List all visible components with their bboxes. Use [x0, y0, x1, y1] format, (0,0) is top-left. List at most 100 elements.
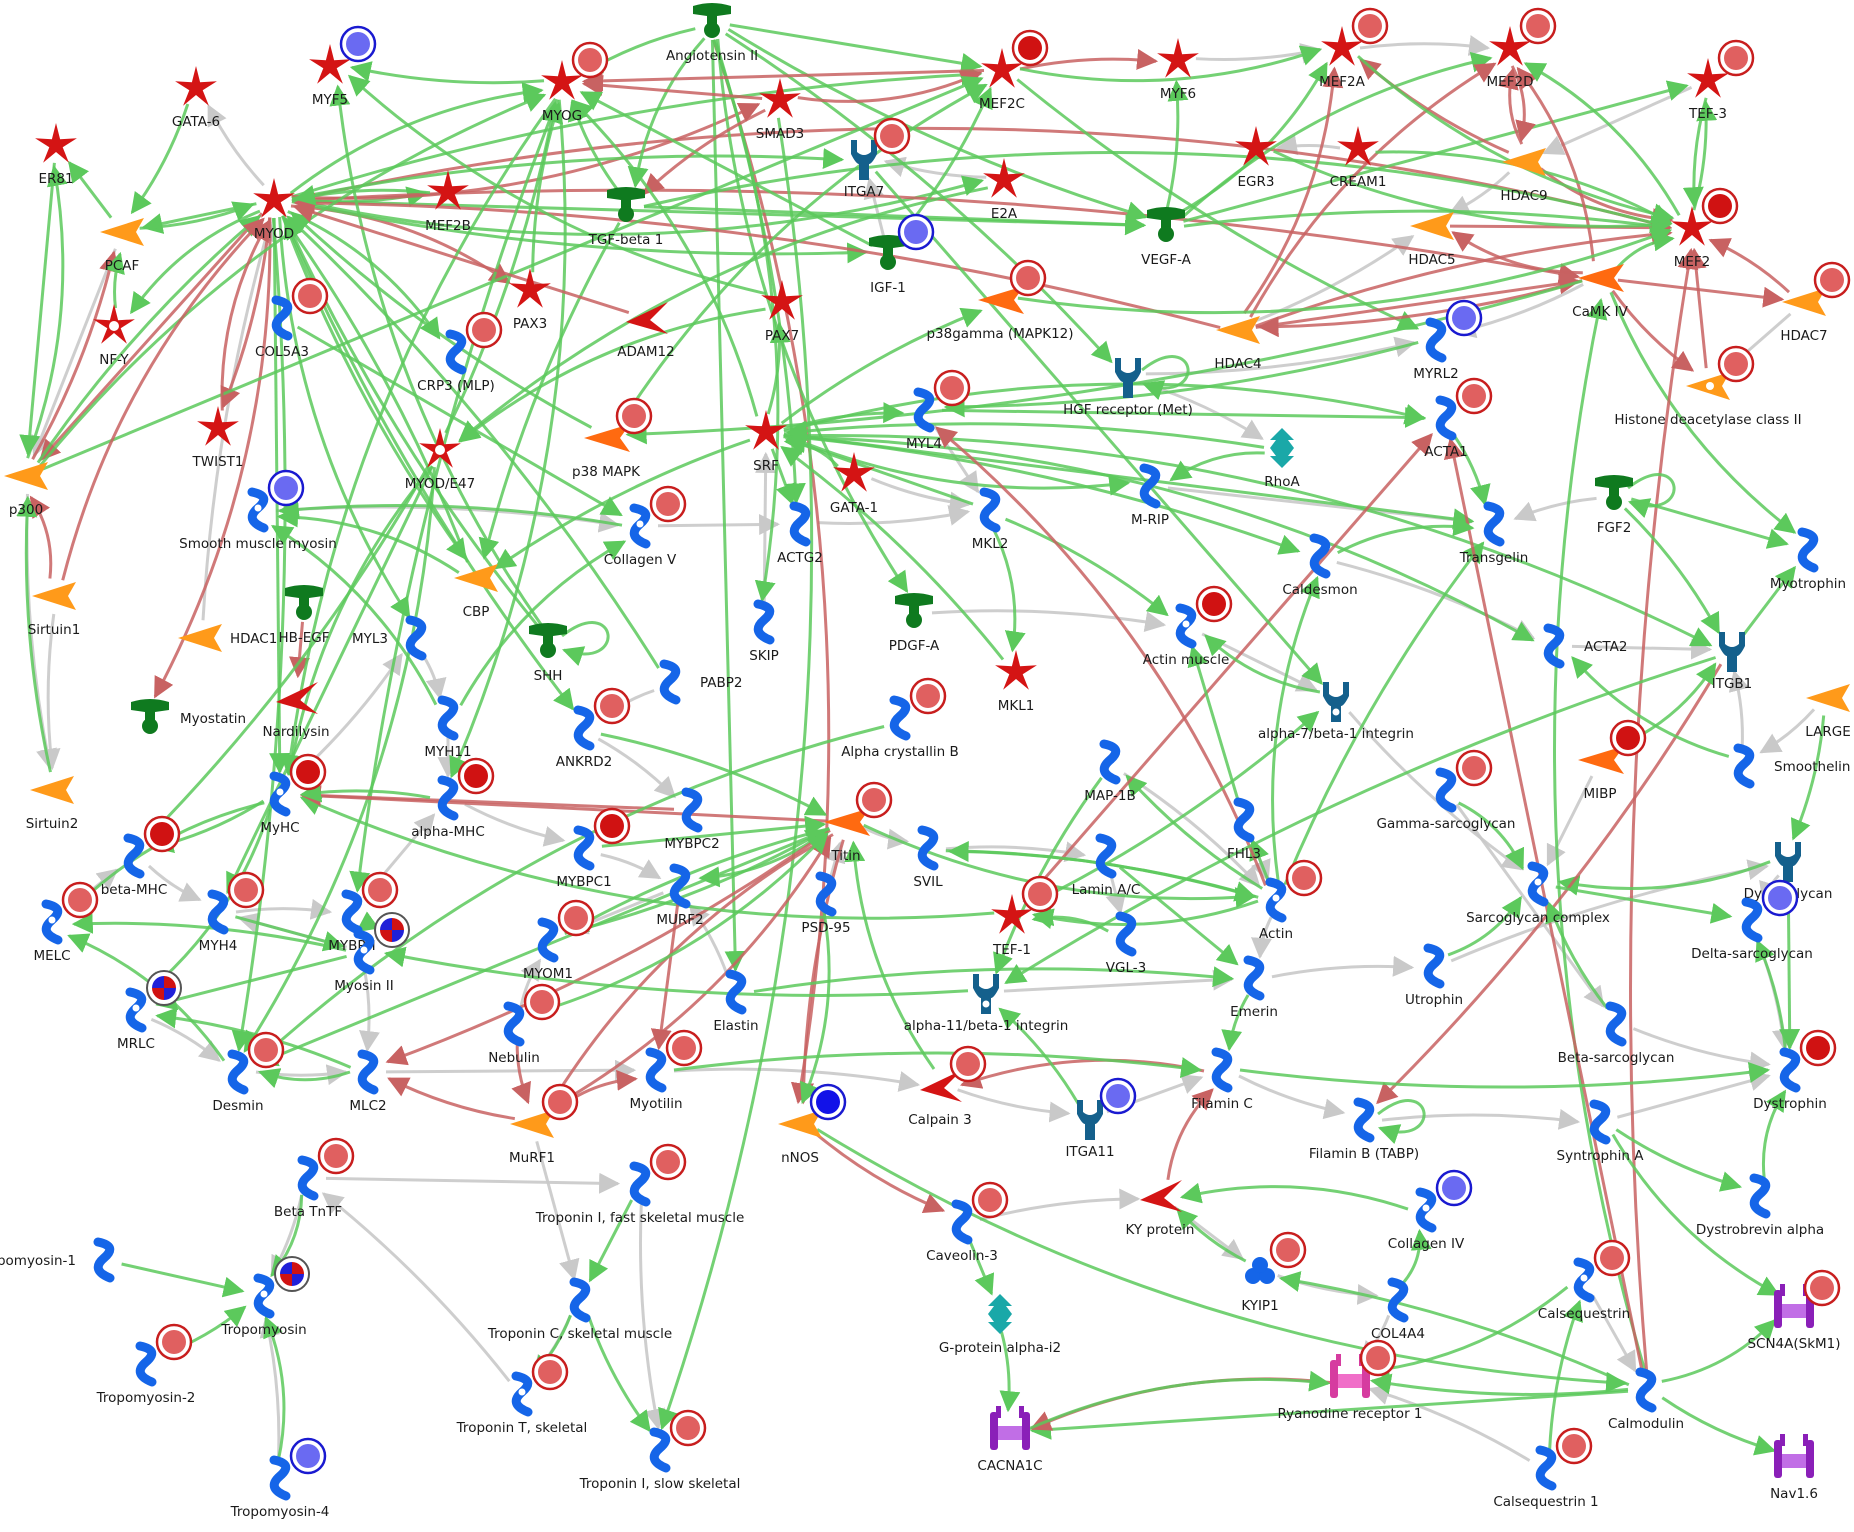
- node-gata1[interactable]: GATA-1: [830, 452, 878, 516]
- node-sirt1[interactable]: Sirtuin1: [28, 582, 81, 638]
- node-actg2[interactable]: ACTG2: [777, 501, 823, 566]
- node-smoothelin[interactable]: Smoothelin: [1733, 743, 1850, 789]
- node-p38g[interactable]: p38gamma (MAPK12): [926, 259, 1074, 342]
- node-itga11[interactable]: ITGA11: [1065, 1077, 1137, 1160]
- node-myf6[interactable]: MYF6: [1157, 38, 1199, 102]
- node-desmin[interactable]: Desmin: [212, 1031, 285, 1114]
- node-tef1[interactable]: TEF-1: [991, 875, 1059, 958]
- node-tncskel[interactable]: Troponin C, skeletal muscle: [487, 1277, 672, 1342]
- node-shh[interactable]: SHH: [529, 623, 567, 684]
- node-tropomyosin1[interactable]: Tropomyosin-1: [0, 1237, 115, 1283]
- node-p300[interactable]: p300: [4, 462, 48, 518]
- node-pax3[interactable]: PAX3: [509, 268, 551, 332]
- node-myosin2[interactable]: Myosin II: [334, 912, 410, 994]
- node-mkl2[interactable]: MKL2: [972, 487, 1009, 552]
- node-mkl1[interactable]: MKL1: [995, 650, 1037, 714]
- node-pax7[interactable]: PAX7: [761, 280, 803, 344]
- node-scn4a[interactable]: SCN4A(SkM1): [1747, 1269, 1841, 1352]
- node-srf[interactable]: SRF: [745, 410, 787, 474]
- node-myf5[interactable]: MYF5: [309, 25, 377, 108]
- node-e2a[interactable]: E2A: [983, 158, 1025, 222]
- node-melc[interactable]: MELC: [33, 881, 99, 964]
- node-rhoa[interactable]: RhoA: [1264, 428, 1300, 490]
- node-pdgfa[interactable]: PDGF-A: [889, 593, 940, 654]
- node-acta2[interactable]: ACTA2: [1543, 623, 1627, 669]
- node-filaminc[interactable]: Filamin C: [1191, 1047, 1253, 1112]
- node-egr3[interactable]: EGR3: [1235, 126, 1277, 190]
- node-hdac9[interactable]: HDAC9: [1500, 148, 1548, 204]
- node-itgb1[interactable]: ITGB1: [1712, 632, 1753, 692]
- node-pabp2[interactable]: PABP2: [659, 659, 743, 705]
- node-mef2a[interactable]: MEF2A: [1319, 7, 1389, 90]
- node-mrip[interactable]: M-RIP: [1131, 463, 1169, 528]
- node-a7b1[interactable]: alpha-7/beta-1 integrin: [1258, 682, 1414, 742]
- node-myhc[interactable]: MyHC: [260, 753, 327, 836]
- node-mef2d[interactable]: MEF2D: [1487, 7, 1557, 90]
- node-mef2c[interactable]: MEF2C: [979, 29, 1049, 112]
- node-dsarc[interactable]: Delta-sarcoglycan: [1691, 879, 1813, 962]
- node-myl4[interactable]: MYL4: [906, 369, 971, 452]
- node-emerin[interactable]: Emerin: [1230, 955, 1278, 1020]
- node-mibp[interactable]: MIBP: [1578, 719, 1647, 802]
- node-colv[interactable]: Collagen V: [604, 485, 687, 568]
- node-calpain3[interactable]: Calpain 3: [908, 1045, 987, 1128]
- node-adam12[interactable]: ADAM12: [617, 302, 675, 360]
- node-nebulin[interactable]: Nebulin: [488, 983, 561, 1066]
- node-bsarc[interactable]: Beta-sarcoglycan: [1558, 1001, 1675, 1066]
- node-crp3[interactable]: CRP3 (MLP): [417, 311, 503, 394]
- node-hdac7[interactable]: HDAC7: [1780, 261, 1851, 344]
- node-calmodulin[interactable]: Calmodulin: [1608, 1367, 1684, 1432]
- node-caveolin3[interactable]: Caveolin-3: [926, 1181, 1009, 1264]
- node-tnifast[interactable]: Troponin I, fast skeletal muscle: [535, 1143, 745, 1226]
- node-ankrd2[interactable]: ANKRD2: [556, 687, 631, 770]
- node-laminac[interactable]: Lamin A/C: [1072, 833, 1141, 898]
- node-tropomyosin4[interactable]: Tropomyosin-4: [230, 1437, 330, 1520]
- node-transgelin[interactable]: Transgelin: [1459, 501, 1529, 566]
- node-myotrophin[interactable]: Myotrophin: [1770, 527, 1846, 592]
- node-tropomyosin[interactable]: Tropomyosin: [220, 1256, 310, 1338]
- node-kyip1[interactable]: KYIP1: [1241, 1231, 1307, 1314]
- node-ryr1[interactable]: Ryanodine receptor 1: [1277, 1339, 1423, 1422]
- node-skip[interactable]: SKIP: [749, 599, 779, 664]
- node-ang2[interactable]: Angiotensin II: [666, 3, 758, 64]
- node-p38[interactable]: p38 MAPK: [572, 397, 653, 480]
- node-fhl3[interactable]: FHL3: [1227, 797, 1261, 862]
- node-syntrophina[interactable]: Syntrophin A: [1557, 1099, 1645, 1164]
- node-vegfa[interactable]: VEGF-A: [1141, 207, 1192, 268]
- node-tntskel[interactable]: Troponin T, skeletal: [456, 1353, 588, 1436]
- node-ky[interactable]: KY protein: [1126, 1180, 1195, 1238]
- node-myog[interactable]: MYOG: [541, 41, 609, 124]
- node-mef2b[interactable]: MEF2B: [425, 170, 471, 234]
- node-svil[interactable]: SVIL: [913, 825, 943, 890]
- node-igf1[interactable]: IGF-1: [869, 213, 935, 296]
- node-psd95[interactable]: PSD-95: [801, 871, 851, 936]
- node-itga7[interactable]: ITGA7: [844, 117, 911, 200]
- node-myl3[interactable]: MYL3: [352, 615, 427, 661]
- node-col5a3[interactable]: COL5A3: [255, 277, 329, 360]
- node-map1b[interactable]: MAP-1B: [1084, 739, 1136, 804]
- node-gai2[interactable]: G-protein alpha-i2: [939, 1294, 1061, 1356]
- node-myh11[interactable]: MYH11: [424, 695, 472, 760]
- node-twist1[interactable]: TWIST1: [192, 406, 244, 470]
- node-tropomyosin2[interactable]: Tropomyosin-2: [96, 1323, 196, 1406]
- node-acta1[interactable]: ACTA1: [1424, 377, 1493, 460]
- node-hdacII[interactable]: Histone deacetylase class II: [1614, 345, 1802, 428]
- node-mlc2[interactable]: MLC2: [349, 1049, 387, 1114]
- node-myotilin[interactable]: Myotilin: [630, 1029, 703, 1112]
- node-cream1[interactable]: CREAM1: [1330, 126, 1387, 190]
- node-nfy[interactable]: NF-Y: [93, 304, 135, 368]
- node-tef3[interactable]: TEF-3: [1687, 39, 1755, 122]
- node-hdac5[interactable]: HDAC5: [1408, 212, 1456, 268]
- node-sarcocx[interactable]: Sarcoglycan complex: [1466, 861, 1610, 926]
- node-tgfb1[interactable]: TGF-beta 1: [588, 187, 664, 248]
- node-murf2[interactable]: MURF2: [656, 863, 704, 928]
- node-sirt2[interactable]: Sirtuin2: [26, 776, 79, 832]
- node-hdac1[interactable]: HDAC1: [178, 624, 277, 652]
- node-filaminb[interactable]: Filamin B (TABP): [1309, 1097, 1419, 1162]
- node-calsequestrin[interactable]: Calsequestrin: [1538, 1239, 1631, 1322]
- node-pcaf[interactable]: PCAF: [100, 218, 144, 274]
- node-gata6[interactable]: GATA-6: [172, 66, 220, 130]
- node-tnislow[interactable]: Troponin I, slow skeletal: [579, 1409, 741, 1492]
- node-myrl2[interactable]: MYRL2: [1413, 299, 1483, 382]
- node-dystrobrevin[interactable]: Dystrobrevin alpha: [1696, 1173, 1824, 1238]
